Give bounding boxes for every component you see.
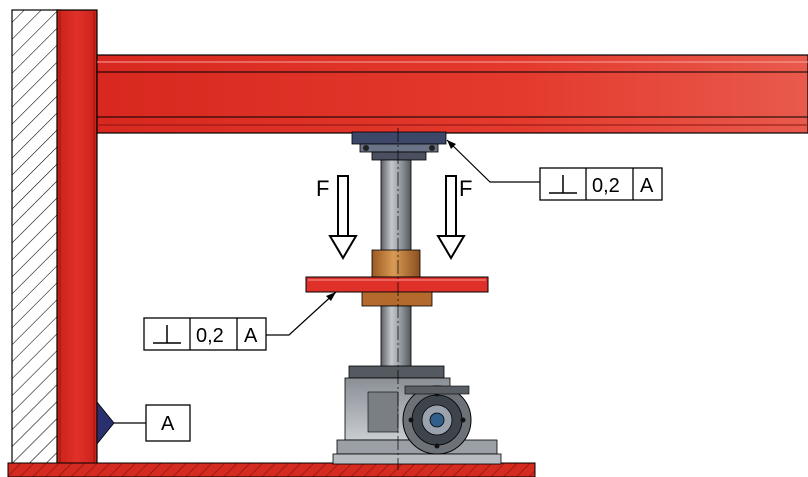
load-plate: [305, 276, 489, 293]
gearbox-housing: [332, 365, 502, 465]
fcf-bottom: 0,2 A: [143, 291, 337, 351]
datum-triangle-icon: [96, 400, 115, 446]
force-label-right: F: [459, 176, 472, 201]
motor-end-cap: [402, 385, 472, 455]
datum-feature-a: A: [96, 400, 191, 446]
upper-screw-shaft: [380, 159, 412, 253]
i-beam: [96, 54, 808, 134]
steel-column: [56, 9, 98, 466]
top-mounting-plate: [351, 131, 447, 161]
fcf-top-datum: A: [640, 175, 654, 197]
wall: [11, 9, 61, 466]
fcf-bottom-tolerance: 0,2: [196, 325, 224, 347]
perpendicularity-icon: [153, 325, 181, 344]
floor-slab: [7, 462, 536, 477]
force-arrow-left: F: [316, 175, 358, 260]
datum-feature-label: A: [161, 413, 175, 435]
fcf-bottom-datum: A: [244, 325, 258, 347]
force-label-left: F: [316, 176, 329, 201]
bronze-nut: [371, 249, 421, 279]
fcf-top: 0,2 A: [446, 139, 663, 201]
perpendicularity-icon: [549, 175, 577, 194]
fcf-top-tolerance: 0,2: [592, 175, 620, 197]
screw-jack: [305, 128, 502, 470]
lower-flange: [361, 291, 433, 307]
lower-screw-shaft: [380, 305, 412, 369]
force-arrow-right: F: [436, 175, 472, 260]
